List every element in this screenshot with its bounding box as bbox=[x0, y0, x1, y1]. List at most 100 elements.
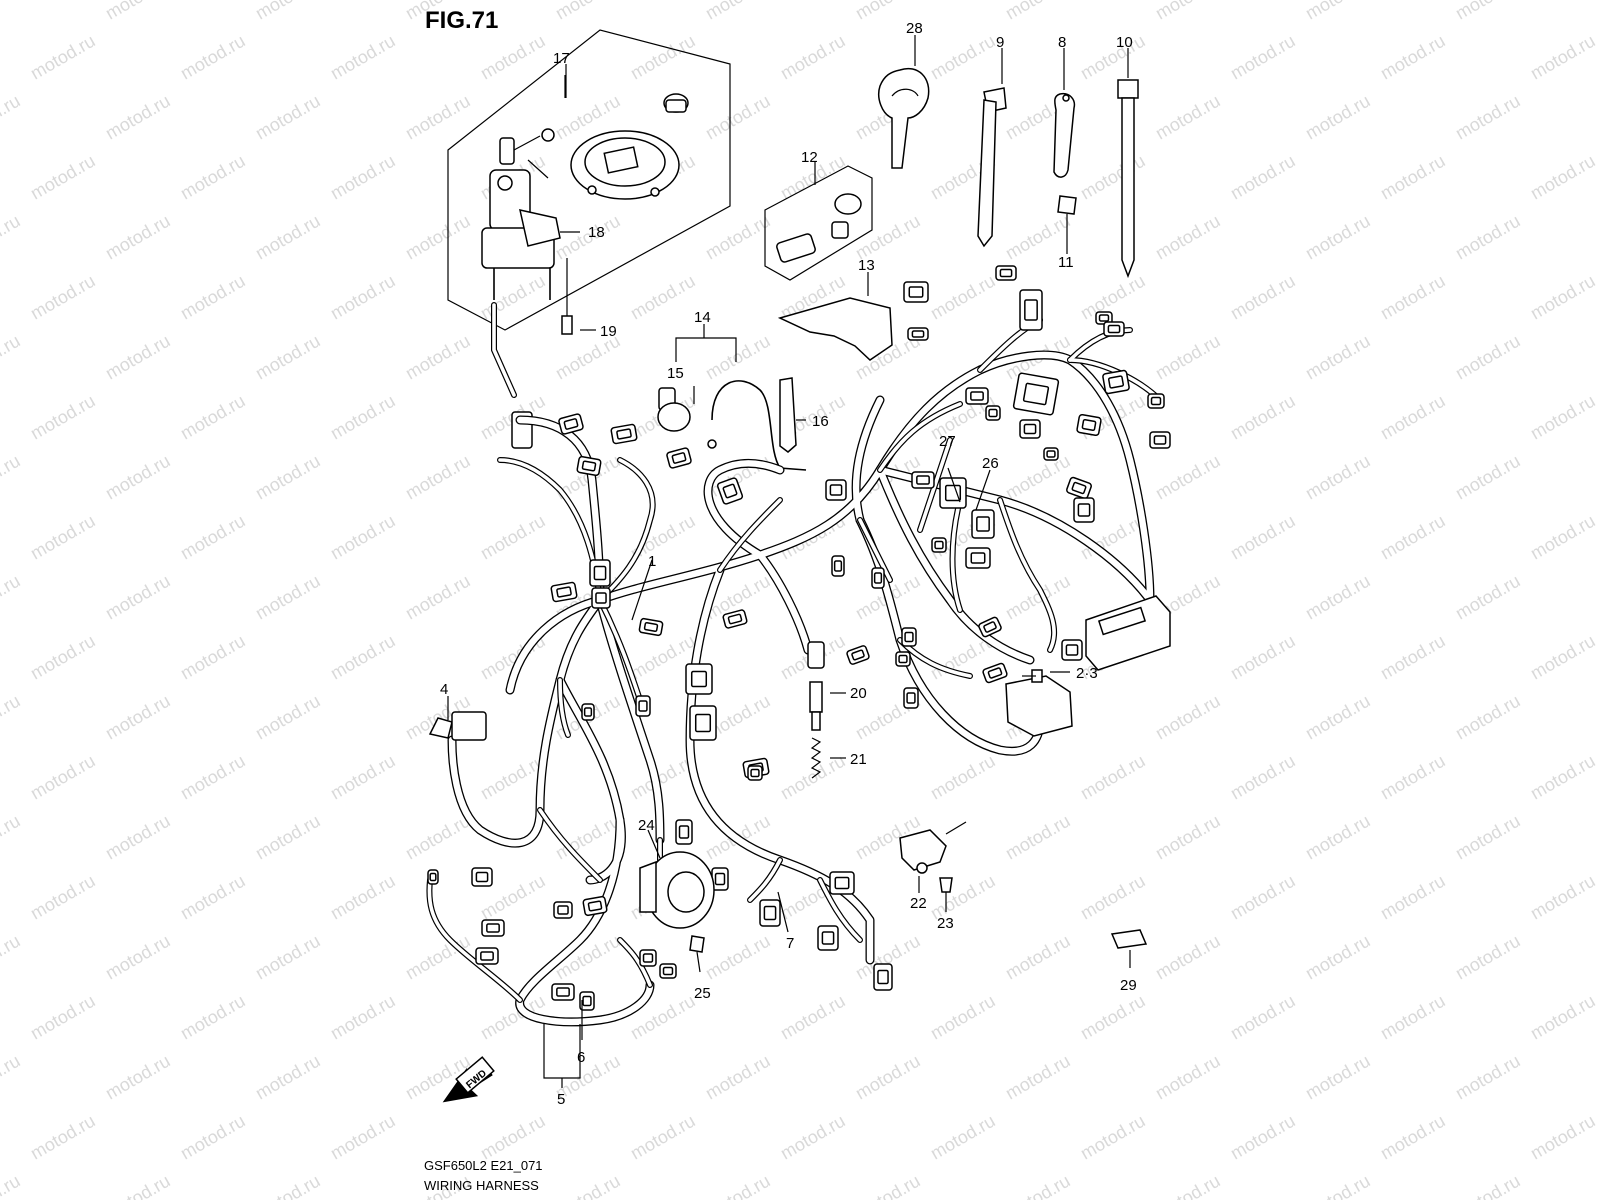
wire-connector bbox=[589, 559, 611, 587]
watermark-text: motod.ru bbox=[777, 991, 849, 1044]
watermark-text: motod.ru bbox=[702, 211, 774, 264]
gasket-spring bbox=[810, 737, 846, 779]
watermark-text: motod.ru bbox=[402, 931, 474, 984]
wire-connector bbox=[846, 645, 870, 665]
wire-connector bbox=[903, 687, 919, 709]
wire-connector bbox=[591, 587, 611, 609]
watermark-text: motod.ru bbox=[402, 211, 474, 264]
harness-wire-core bbox=[556, 676, 625, 884]
watermark-text: motod.ru bbox=[102, 1171, 174, 1200]
bolt bbox=[1057, 195, 1077, 254]
harness-wire-core bbox=[704, 460, 784, 559]
wire-connector bbox=[747, 765, 763, 781]
callout-29: 29 bbox=[1120, 977, 1137, 994]
wire-connector bbox=[978, 616, 1002, 638]
watermark-text: motod.ru bbox=[852, 1051, 924, 1104]
watermark-text: motod.ru bbox=[927, 1111, 999, 1164]
callout-13: 13 bbox=[858, 257, 875, 274]
harness-lead-core bbox=[858, 518, 892, 582]
wire-connector bbox=[1103, 321, 1125, 337]
watermark-text: motod.ru bbox=[102, 931, 174, 984]
wire-connector bbox=[675, 819, 693, 845]
watermark-text: motod.ru bbox=[1227, 511, 1299, 564]
wire-connector bbox=[1061, 639, 1083, 661]
watermark-text: motod.ru bbox=[27, 271, 99, 324]
watermark-text: motod.ru bbox=[1302, 91, 1374, 144]
wire-connector bbox=[475, 947, 499, 965]
watermark-text: motod.ru bbox=[27, 631, 99, 684]
harness-lead-core bbox=[618, 938, 652, 987]
watermark-text: motod.ru bbox=[1377, 871, 1449, 924]
watermark-text: motod.ru bbox=[102, 1051, 174, 1104]
watermark-text: motod.ru bbox=[1527, 871, 1599, 924]
key-blank bbox=[878, 35, 930, 169]
watermark-text: motod.ru bbox=[702, 91, 774, 144]
harness-wire-core bbox=[852, 396, 884, 524]
watermark-text: motod.ru bbox=[1227, 271, 1299, 324]
callout-leader-lines bbox=[447, 64, 1036, 1088]
harness-wire-core bbox=[756, 551, 812, 654]
wire-connector bbox=[1095, 311, 1113, 325]
wire-connector bbox=[1076, 413, 1102, 437]
watermark-text: motod.ru bbox=[252, 0, 324, 23]
callout-22: 22 bbox=[910, 895, 927, 912]
watermark-text: motod.ru bbox=[177, 751, 249, 804]
watermark-text: motod.ru bbox=[1002, 1171, 1074, 1200]
wire-connector bbox=[666, 447, 692, 469]
watermark-text: motod.ru bbox=[1077, 751, 1149, 804]
watermark-text: motod.ru bbox=[477, 271, 549, 324]
callout-11: 11 bbox=[1058, 254, 1074, 271]
wire-connector bbox=[901, 627, 917, 647]
figure-title: FIG.71 bbox=[425, 7, 498, 34]
watermark-text: motod.ru bbox=[1227, 871, 1299, 924]
callout-7: 7 bbox=[786, 935, 794, 952]
watermark-text: motod.ru bbox=[27, 751, 99, 804]
watermark-text: motod.ru bbox=[102, 571, 174, 624]
watermark-text: motod.ru bbox=[1152, 811, 1224, 864]
watermark-text: motod.ru bbox=[1302, 1171, 1374, 1200]
watermark-text: motod.ru bbox=[1077, 991, 1149, 1044]
wire-connector bbox=[931, 537, 947, 553]
watermark-text: motod.ru bbox=[1002, 0, 1074, 23]
watermark-text: motod.ru bbox=[1002, 931, 1074, 984]
callout-24: 24 bbox=[638, 817, 655, 834]
watermark-text: motod.ru bbox=[0, 331, 24, 384]
wire-connector bbox=[576, 455, 602, 477]
screw bbox=[561, 258, 596, 335]
watermark-text: motod.ru bbox=[1527, 511, 1599, 564]
watermark-text: motod.ru bbox=[177, 511, 249, 564]
watermark-text: motod.ru bbox=[177, 391, 249, 444]
watermark-text: motod.ru bbox=[0, 1171, 24, 1200]
caution-label bbox=[1110, 929, 1148, 968]
relay-unit bbox=[1005, 669, 1073, 737]
harness-lead-core bbox=[818, 878, 862, 942]
watermark-text: motod.ru bbox=[1377, 631, 1449, 684]
wire-connector bbox=[553, 901, 573, 919]
watermark-text: motod.ru bbox=[327, 991, 399, 1044]
watermark-text: motod.ru bbox=[102, 0, 174, 23]
callout-23: 23 bbox=[937, 915, 954, 932]
callout-5: 5 bbox=[557, 1091, 565, 1108]
watermark-text: motod.ru bbox=[1302, 451, 1374, 504]
watermark-text: motod.ru bbox=[177, 1111, 249, 1164]
watermark-text: motod.ru bbox=[177, 271, 249, 324]
watermark-text: motod.ru bbox=[27, 391, 99, 444]
wire-connector bbox=[831, 555, 845, 577]
cable-tie bbox=[1117, 48, 1139, 279]
wire-connector bbox=[759, 899, 781, 927]
clamp-band bbox=[977, 48, 1007, 248]
callout-25: 25 bbox=[694, 985, 711, 1002]
wire-clamp bbox=[1053, 48, 1076, 178]
watermark-text: motod.ru bbox=[1152, 0, 1224, 23]
watermark-text: motod.ru bbox=[102, 211, 174, 264]
watermark-text: motod.ru bbox=[177, 151, 249, 204]
callout-27: 27 bbox=[939, 433, 956, 450]
watermark-text: motod.ru bbox=[27, 31, 99, 84]
wire-connector bbox=[873, 963, 893, 991]
wire-connector bbox=[1019, 419, 1041, 439]
watermark-text: motod.ru bbox=[1452, 331, 1524, 384]
wire-connector bbox=[895, 651, 911, 667]
harness-lead-core bbox=[427, 878, 522, 1002]
watermark-text: motod.ru bbox=[252, 1171, 324, 1200]
